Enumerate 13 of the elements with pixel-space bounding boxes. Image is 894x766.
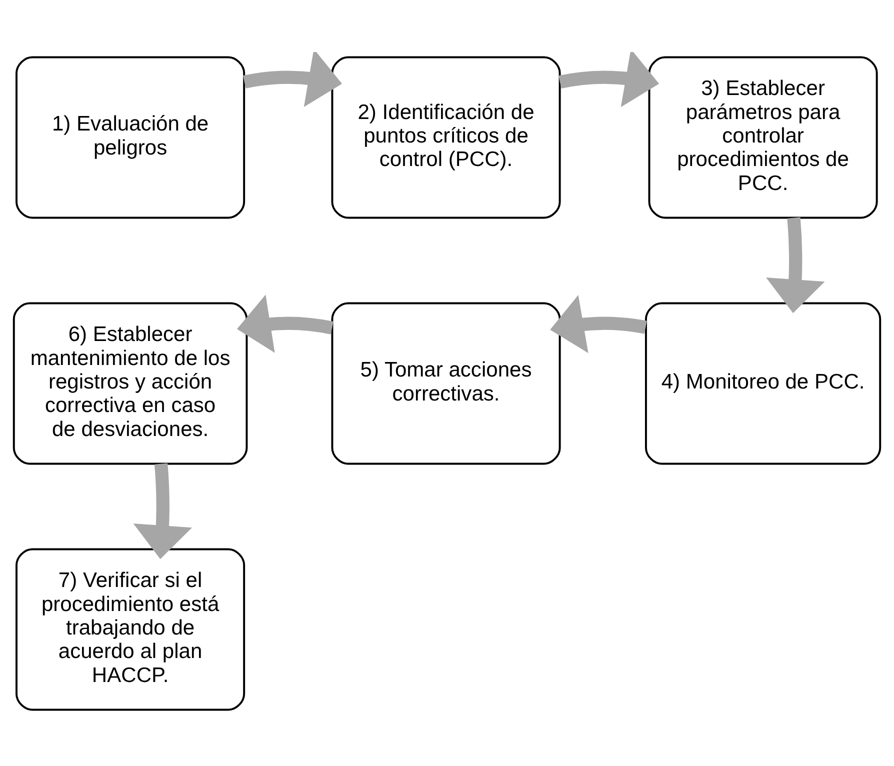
node-box: 3) Establecer parámetros para controlar procedimientos de PCC. (648, 56, 878, 218)
arrow (766, 216, 825, 313)
node-box: 5) Tomar acciones correctivas. (331, 302, 561, 464)
node-box: 7) Verificar si el procedimiento está trabajando de acuerdo al plan HACCP. (16, 548, 246, 710)
node-box: 2) Identificación de puntos críticos de control (PCC). (331, 56, 561, 218)
arrow (236, 294, 334, 352)
node-box: 1) Evaluación de peligros (16, 56, 246, 218)
node-box: 6) Establecer mantenimiento de los registros y acción correctiva en caso de desviaciones. (12, 302, 248, 464)
arrow (550, 294, 647, 353)
arrow (243, 52, 342, 107)
arrow (133, 462, 192, 559)
node-box: 4) Monitoreo de PCC. (644, 302, 882, 464)
arrow (558, 52, 660, 107)
